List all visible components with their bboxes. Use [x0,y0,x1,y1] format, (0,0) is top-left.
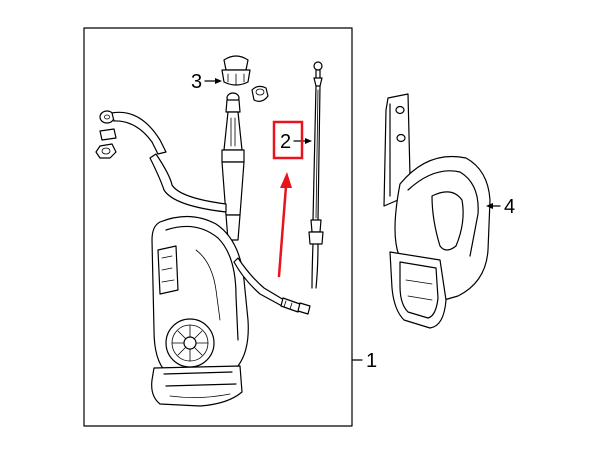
callout-4-arrowhead [486,203,493,209]
callout-4-label: 4 [504,196,515,218]
callout-2-highlight-box [272,120,304,160]
drain-hose [149,153,227,213]
assembly-frame [83,27,353,427]
wiring-pigtail [233,257,311,315]
motor-housing [151,215,249,407]
cap-nut-part [221,55,251,86]
ground-strap [95,110,167,159]
callout-3-arrowhead [215,78,222,84]
red-indicator-arrow [277,172,292,278]
antenna-mast-part [308,61,324,289]
callout-2-arrowhead [305,138,312,144]
callout-1-label: 1 [366,350,377,372]
grommet-part [251,85,269,102]
mast-tube [221,92,245,241]
callout-3-label: 3 [191,71,202,93]
callout-2-label: 2 [280,131,291,153]
horn-part [383,93,491,329]
